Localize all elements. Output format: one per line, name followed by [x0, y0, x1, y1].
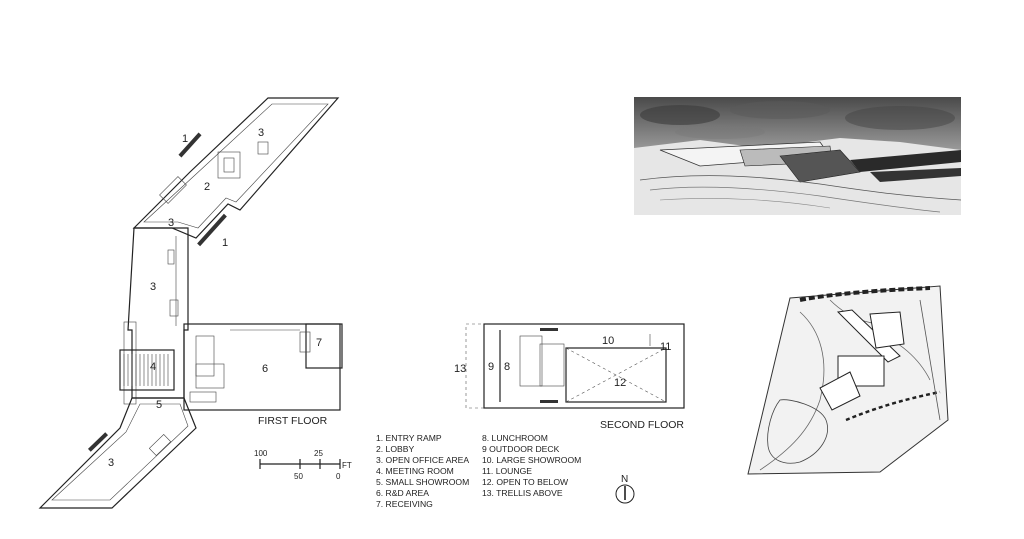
north-arrow-icon: N	[615, 474, 635, 504]
room-number: 8	[504, 361, 510, 373]
lower-diagonal-wing	[38, 397, 197, 509]
room-number: 11	[660, 341, 671, 353]
legend-item: 11. LOUNGE	[482, 466, 532, 476]
legend-item: 2. LOBBY	[376, 444, 414, 454]
site-plan-image	[747, 285, 949, 475]
legend-item: 6. R&D AREA	[376, 488, 429, 498]
scale-bar: 100 25 FT 50 0	[254, 449, 352, 481]
room-number: 7	[316, 337, 322, 349]
legend-item: 10. LARGE SHOWROOM	[482, 455, 581, 465]
first-floor-title: FIRST FLOOR	[258, 415, 328, 427]
second-floor-plan: 13 9 8 10 11 12 SECOND FLOOR	[454, 323, 685, 431]
legend-item: 5. SMALL SHOWROOM	[376, 477, 469, 487]
room-number: 4	[150, 361, 156, 373]
legend-item: 4. MEETING ROOM	[376, 466, 454, 476]
room-number: 3	[108, 457, 114, 469]
scale-label: 50	[294, 472, 303, 481]
scale-unit: FT	[342, 461, 352, 470]
scale-label: 25	[314, 449, 323, 458]
room-number: 2	[204, 181, 210, 193]
legend-item: 9 OUTDOOR DECK	[482, 444, 560, 454]
upper-diagonal-wing	[132, 97, 340, 247]
rd-area	[183, 323, 341, 411]
room-number: 5	[156, 399, 162, 411]
legend-item: 3. OPEN OFFICE AREA	[376, 455, 469, 465]
second-floor-title: SECOND FLOOR	[600, 419, 684, 431]
aerial-rendering-image	[634, 97, 962, 215]
room-number: 1	[182, 133, 188, 145]
receiving	[299, 323, 343, 369]
legend-item: 8. LUNCHROOM	[482, 433, 548, 443]
north-label: N	[621, 474, 628, 485]
legend: 1. ENTRY RAMP 2. LOBBY 3. OPEN OFFICE AR…	[376, 433, 581, 509]
scale-label: 100	[254, 449, 268, 458]
room-number: 12	[614, 377, 626, 389]
room-number: 3	[258, 127, 264, 139]
legend-item: 13. TRELLIS ABOVE	[482, 488, 563, 498]
room-number: 10	[602, 335, 614, 347]
room-number: 13	[454, 363, 466, 375]
first-floor-plan: 1 1 2 3 3 3 3 4 5 6 7 FIRST FLOOR	[38, 97, 343, 509]
room-number: 3	[168, 217, 174, 229]
legend-item: 7. RECEIVING	[376, 499, 433, 509]
legend-item: 1. ENTRY RAMP	[376, 433, 442, 443]
room-number: 1	[222, 237, 228, 249]
legend-item: 12. OPEN TO BELOW	[482, 477, 569, 487]
room-number: 9	[488, 361, 494, 373]
room-number: 6	[262, 363, 268, 375]
scale-label: 0	[336, 472, 341, 481]
room-number: 3	[150, 281, 156, 293]
meeting-room-block	[119, 349, 175, 391]
